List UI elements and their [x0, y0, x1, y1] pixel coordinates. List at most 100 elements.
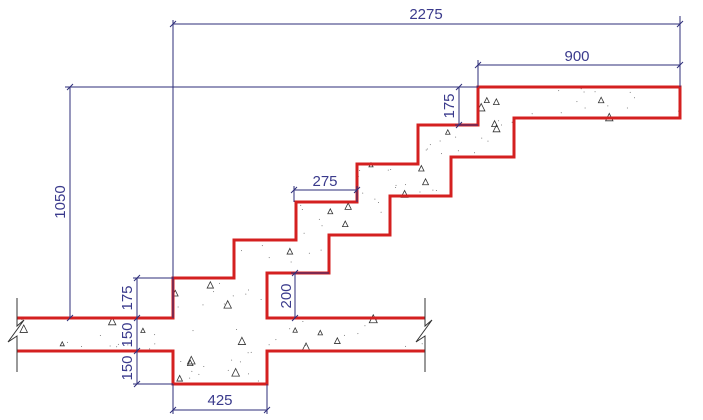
aggregate-dot [240, 250, 242, 252]
aggregate-dot [116, 346, 118, 348]
aggregate-dot [390, 169, 392, 171]
aggregate-dot [189, 377, 191, 379]
aggregate-dot [191, 370, 193, 372]
dimension-tick [290, 186, 298, 194]
aggregate-dot [481, 137, 483, 139]
aggregate-dot [250, 351, 252, 353]
dim-beam-depth: 150 [119, 355, 136, 380]
aggregate-dot [318, 218, 320, 220]
aggregate-dot [226, 302, 228, 304]
aggregate-dot [66, 341, 68, 343]
aggregate-dot [129, 342, 131, 344]
aggregate-dot [500, 124, 502, 126]
aggregate-mark [176, 374, 184, 382]
dimension-tick [133, 314, 141, 322]
aggregate-mark [483, 96, 490, 103]
aggregate-dot [576, 101, 578, 103]
aggregate-mark [140, 327, 146, 333]
break-line-left [7, 298, 25, 372]
aggregate-mark [597, 96, 605, 104]
aggregate-dot [395, 184, 397, 186]
aggregate-dot [374, 198, 376, 200]
concrete-fill [17, 87, 680, 384]
dimension-tick [133, 347, 141, 355]
aggregate-dot [359, 170, 361, 172]
aggregate-dot [607, 105, 609, 107]
aggregate-dot [239, 361, 241, 363]
aggregate-dot [531, 113, 533, 115]
aggregate-dot [435, 190, 437, 192]
aggregate-dot [223, 303, 225, 305]
aggregate-dot [290, 261, 292, 263]
aggregate-dot [81, 345, 83, 347]
break-line-right [415, 298, 433, 372]
aggregate-mark [19, 324, 29, 333]
aggregate-mark [490, 119, 499, 128]
aggregate-dot [634, 97, 636, 99]
aggregate-dot [364, 325, 366, 327]
dimension-tick [455, 121, 463, 129]
dimension-tick [291, 314, 299, 322]
aggregate-dot [432, 189, 434, 191]
aggregate-mark [492, 97, 500, 106]
dim-tread: 275 [312, 173, 337, 190]
aggregate-dot [247, 352, 249, 354]
aggregate-mark [237, 336, 247, 345]
aggregate-mark [286, 247, 294, 255]
aggregate-dot [154, 343, 156, 345]
dim-slab-thickness: 150 [119, 322, 136, 347]
aggregate-dot [127, 344, 129, 346]
aggregate-dot [440, 153, 442, 155]
dim-landing-width: 900 [564, 48, 589, 65]
aggregate-dot [439, 140, 441, 142]
aggregate-dot [231, 359, 233, 361]
aggregate-dot [308, 252, 310, 254]
aggregate-dot [261, 245, 263, 247]
aggregate-dot [268, 257, 270, 259]
concrete-section [17, 87, 680, 384]
aggregate-mark [107, 316, 117, 326]
aggregate-dot [99, 335, 101, 337]
dimension-tick [353, 186, 361, 194]
aggregate-dot [487, 140, 489, 142]
dimension-tick [676, 61, 684, 69]
aggregate-dot [245, 293, 247, 295]
aggregate-dot [213, 291, 215, 293]
dimension-tick [263, 406, 271, 414]
dim-total-height: 1050 [52, 185, 69, 218]
aggregate-dot [301, 209, 303, 211]
aggregate-dot [419, 191, 421, 193]
aggregate-dot [405, 345, 407, 347]
aggregate-dot [425, 149, 427, 151]
aggregate-dot [303, 232, 305, 234]
aggregate-dot [218, 282, 220, 284]
dimension-lines [65, 16, 684, 414]
dimension-tick [133, 380, 141, 388]
dimension-tick [676, 20, 684, 28]
dimension-tick [133, 274, 141, 282]
dimension-tick [66, 314, 74, 322]
aggregate-dot [236, 328, 238, 330]
aggregate-dot [498, 120, 500, 122]
dimension-tick [455, 83, 463, 91]
aggregate-dot [387, 169, 389, 171]
aggregate-dot [362, 192, 364, 194]
aggregate-dot [560, 112, 562, 114]
aggregate-mark [317, 329, 324, 336]
aggregate-dot [248, 373, 250, 375]
aggregate-dot [580, 88, 582, 90]
dimension-tick [169, 20, 177, 28]
dimension-tick [291, 269, 299, 277]
aggregate-mark [292, 326, 299, 333]
aggregate-mark [341, 220, 349, 227]
aggregate-dot [275, 339, 277, 341]
aggregate-dot [558, 90, 560, 92]
aggregate-dot [232, 295, 234, 297]
aggregate-dot [227, 369, 229, 371]
aggregate-dot [357, 333, 359, 335]
aggregate-mark [231, 367, 241, 377]
aggregate-dot [289, 328, 291, 330]
aggregate-dot [192, 330, 194, 332]
dim-bottom-riser: 175 [119, 285, 136, 310]
dim-top-riser: 175 [441, 93, 458, 118]
